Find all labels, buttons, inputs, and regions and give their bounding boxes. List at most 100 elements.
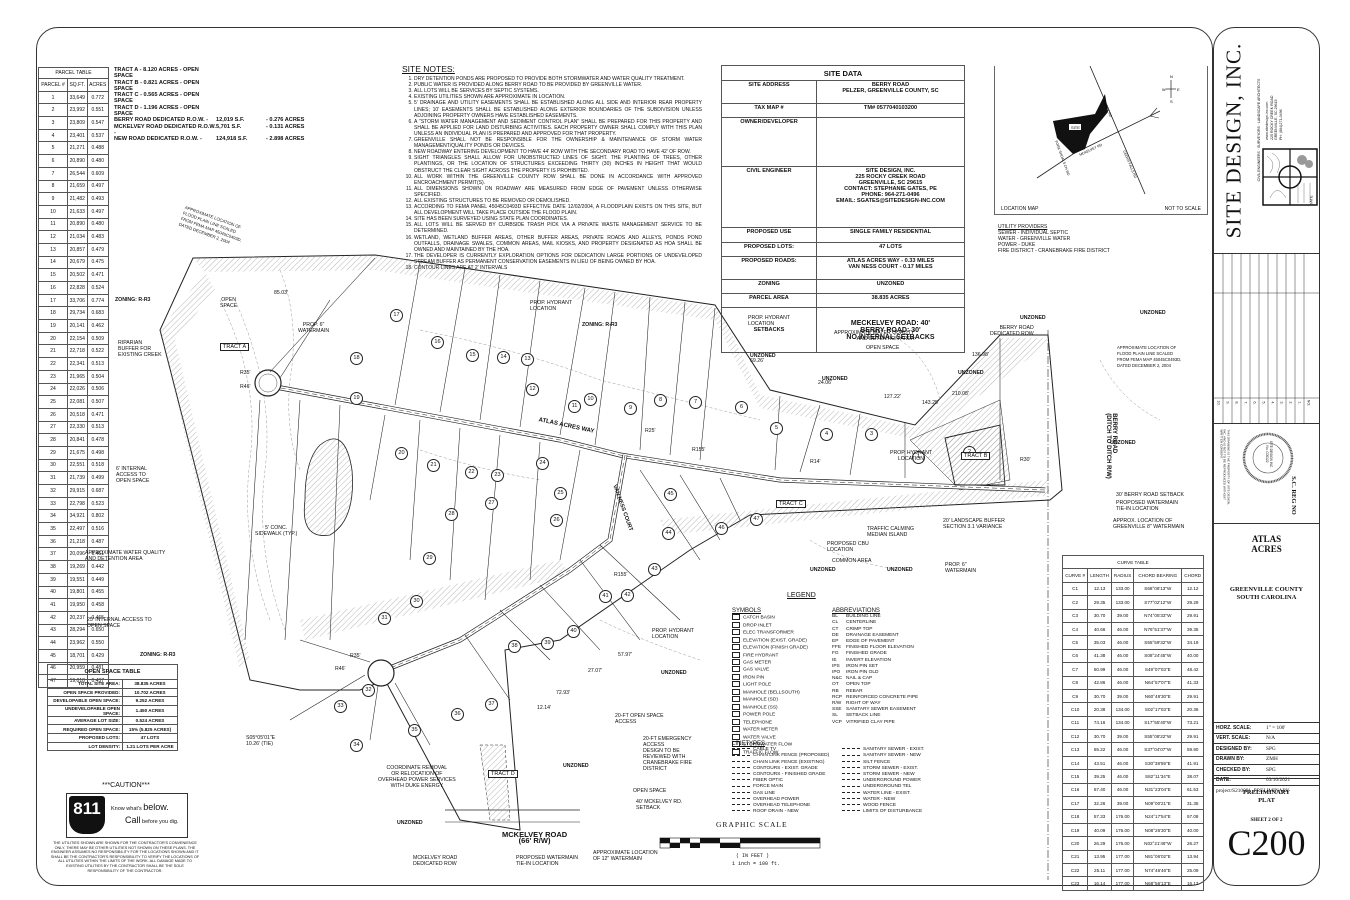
curve-cell: 133.00: [1110, 581, 1135, 597]
legend-symbol-icon: [732, 673, 740, 680]
lot-number-marker: 3: [865, 428, 878, 441]
curve-cell: N09°00'21"E: [1133, 796, 1183, 811]
parcel-cell: 0.516: [86, 522, 109, 536]
open-space-row: PROPOSED LOTS:47 LOTS: [47, 732, 178, 743]
legend-linetype-item: UNDERGROUND POWER: [842, 778, 962, 784]
internal-access-label: 6' INTERNAL ACCESS TO OPEN SPACE: [116, 466, 150, 484]
curve-cell: 176.00: [1110, 822, 1135, 838]
curve-cell: C21: [1061, 849, 1089, 864]
date-column-label: DATE: [1308, 195, 1314, 206]
revision-number: 1.: [1297, 401, 1302, 405]
location-map-title: LOCATION MAP: [1001, 206, 1039, 212]
watermain-label: PROP. 6" WATERMAIN: [945, 562, 977, 574]
revision-number: 3.: [1279, 401, 1284, 405]
mckelvey-setback-label: 40' MCKELVEY RD. SETBACK: [636, 799, 683, 811]
bearing-tie-label: S05°05'01"E 10.26' (TIE): [246, 735, 276, 747]
radius-label: R30': [1020, 457, 1031, 463]
tract-b-label: TRACT B: [961, 452, 991, 460]
lot-number-marker: 20: [395, 447, 408, 460]
curve-cell: 39.00: [1110, 688, 1135, 704]
curve-cell: 133.00: [1110, 595, 1135, 610]
linetype-sample-icon: [842, 779, 860, 781]
site-data-key: SITE ADDRESS: [721, 80, 817, 104]
lot-number-marker: 26: [550, 514, 563, 527]
site-note-item: EXISTING UTILITIES SHOWN ARE APPROXIMATE…: [414, 94, 702, 100]
linetype-sample-icon: [732, 760, 750, 762]
legend-symbol-item: ELEVATION (EXIST. GRADE): [732, 636, 852, 644]
linetype-sample-icon: [842, 785, 860, 787]
lot-number-marker: 10: [584, 393, 597, 406]
legend-symbol-item: CATCH BASIN: [732, 614, 852, 621]
symbols-title: SYMBOLS: [732, 608, 762, 614]
site-note-item: SITE HAS BEEN SURVEYED USING STATE PLAN …: [414, 216, 702, 222]
legend-symbol-item: MANHOLE (SS): [732, 703, 852, 711]
curve-cell: 46.00: [1110, 621, 1135, 637]
internal-access-label: 25' INTERNAL ACCESS TO OPEN SPACE: [87, 617, 152, 629]
open-space-label: OPEN SPACE: [220, 297, 238, 309]
site-note-item: SIGHT TRIANGLES SHALL ALLOW FOR UNOBSTRU…: [414, 155, 702, 173]
hydrant-label: PROP. HYDRANT LOCATION: [890, 450, 932, 462]
curve-cell: C10: [1061, 702, 1089, 717]
curve-cell: C3: [1061, 608, 1089, 623]
seal-text: SITE DESIGN INC No. C00122: [1265, 440, 1273, 468]
lot-number-marker: 31: [378, 612, 391, 625]
open-space-table-title: OPEN SPACE TABLE: [47, 664, 178, 680]
curve-cell: C20: [1061, 836, 1089, 851]
legend-linetype-item: STORM SEWER - NEW: [842, 772, 962, 778]
legend-symbol-icon: [732, 741, 740, 748]
legend-symbol-icon: [732, 621, 740, 628]
curve-cell: 32.26: [1087, 796, 1112, 811]
berry-road-row-label: BERRY ROAD DEDICATED ROW: [990, 325, 1034, 337]
linetype-sample-icon: [842, 760, 860, 762]
radius-label: R155': [692, 447, 706, 453]
legend-symbol-icon: [732, 703, 740, 710]
curve-cell: 134.00: [1110, 715, 1135, 731]
tract-c-label: TRACT C: [776, 500, 806, 508]
legend-linetype-item: WOOD FENCE: [842, 803, 962, 809]
site-data-row: PROPOSED ROADS:ATLAS ACRES WAY - 0.33 MI…: [721, 256, 965, 280]
curve-cell: 46.00: [1110, 648, 1135, 664]
curve-cell: 46.00: [1110, 635, 1135, 650]
lot-number-marker: 24: [536, 457, 549, 470]
site-note-item: WETLAND, WETLAND BUFFER AREAS, OTHER BUF…: [414, 235, 702, 253]
site-note-item: PUBLIC WATER IS PROVIDED ALONG BERRY ROA…: [414, 82, 702, 88]
curve-cell: 29.91: [1181, 729, 1204, 744]
drawing-sheet-border: [36, 27, 1213, 886]
open-space-row: REQUIRED OPEN SPACE:15% (5.825 ACRES): [47, 724, 178, 734]
revision-number: 7.: [1243, 401, 1248, 405]
watermain-12-label: APPROXIMATE LOCATION OF 12" WATERMAIN: [593, 850, 658, 862]
curve-cell: 25.11: [1087, 862, 1112, 878]
zoning-label: UNZONED: [887, 567, 913, 573]
title-block: SITE DESIGN, INC. CIVIL ENGINEERS · SURV…: [1213, 27, 1320, 886]
hydrant-label: PROP. HYDRANT LOCATION: [748, 315, 790, 327]
curve-cell: 20.36: [1181, 702, 1204, 717]
curve-cell: 39.00: [1110, 608, 1135, 623]
curve-cell: 67.40: [1087, 782, 1112, 798]
curve-cell: S17°55'40"W: [1133, 715, 1183, 731]
graphic-scale-title: GRAPHIC SCALE: [716, 820, 788, 829]
lot-number-marker: 22: [465, 466, 478, 479]
curve-cell: 40.00: [1181, 648, 1204, 664]
curve-cell: C22: [1061, 862, 1089, 878]
radius-label: R155': [614, 572, 628, 578]
watermain-tiein-label: PROPOSED WATERMAIN TIE-IN LOCATION: [516, 855, 578, 867]
hydrant-label: PROP. HYDRANT LOCATION: [652, 628, 694, 640]
tract-row: MCKELVEY ROAD DEDICATED R.O.W. -5,701 S.…: [114, 123, 305, 136]
svg-text:BERRY RD: BERRY RD: [1102, 100, 1113, 119]
curve-cell: 65.22: [1087, 742, 1112, 757]
linetype-sample-icon: [732, 798, 750, 800]
curve-cell: 41.38: [1087, 648, 1112, 664]
